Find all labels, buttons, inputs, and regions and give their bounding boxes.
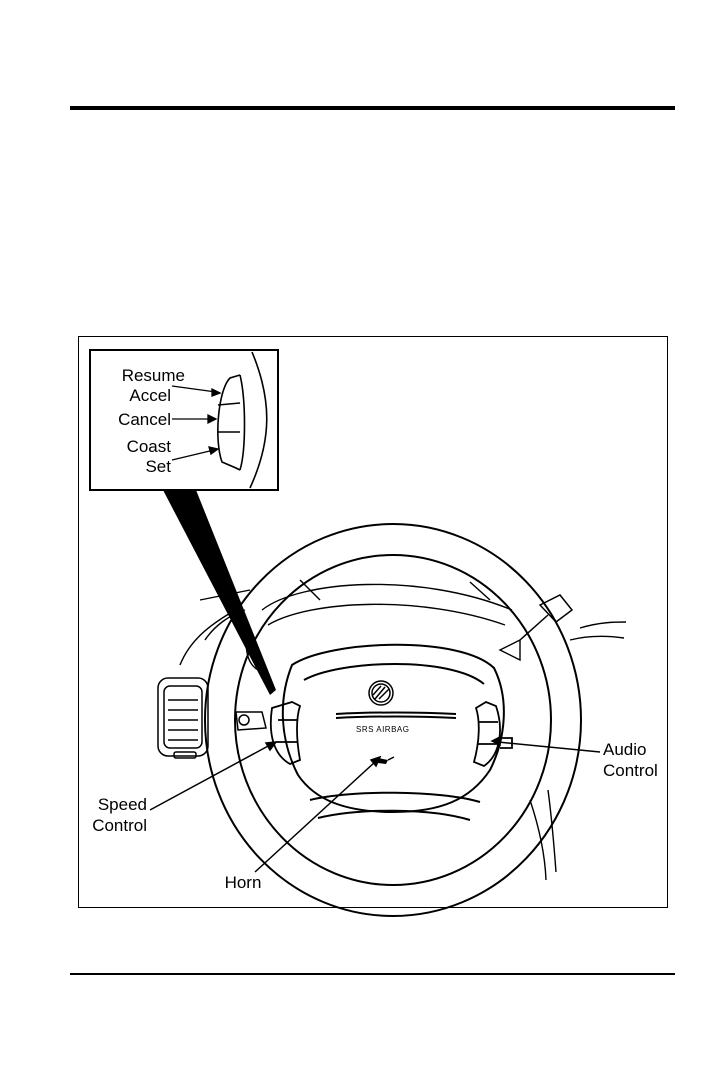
coast-label: Coast (127, 437, 172, 456)
airbag-text: SRS AIRBAG (356, 725, 409, 734)
cancel-label: Cancel (118, 410, 171, 429)
audio-control-label: Control (603, 761, 658, 780)
speed-label: Speed (98, 795, 147, 814)
stalks (236, 595, 572, 730)
audio-control-switches (474, 702, 512, 766)
speed-control-switches (271, 702, 300, 764)
resume-label: Resume (122, 366, 185, 385)
audio-label: Audio (603, 740, 646, 759)
horn-label: Horn (225, 873, 262, 892)
steering-wheel-rim (205, 524, 581, 916)
set-label: Set (145, 457, 171, 476)
emblem-icon (369, 681, 393, 705)
air-vent (158, 678, 208, 758)
speed-control-label: Control (92, 816, 147, 835)
accel-label: Accel (129, 386, 171, 405)
horn-icon (378, 757, 394, 764)
